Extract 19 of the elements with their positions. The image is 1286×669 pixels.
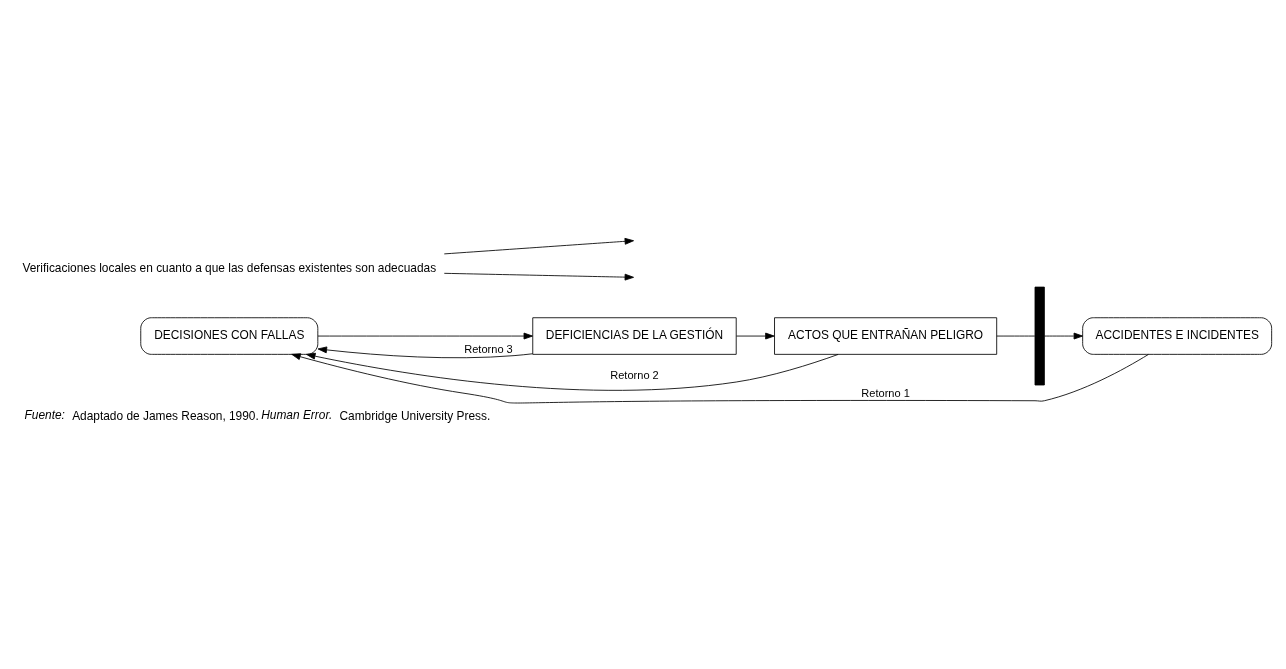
connector bbox=[996, 335, 1036, 336]
node-box: DEFICIENCIAS DE LA GESTIÓN bbox=[532, 316, 737, 355]
arrow bbox=[306, 352, 839, 391]
edge-label: Retorno 3 bbox=[464, 342, 513, 355]
edge-label: Retorno 1 bbox=[861, 386, 910, 399]
node-box: ACTOS QUE ENTRAÑAN PELIGRO bbox=[774, 316, 998, 355]
arrow bbox=[291, 352, 1149, 403]
arrow bbox=[1044, 332, 1083, 339]
arrow bbox=[317, 332, 533, 339]
arrow bbox=[443, 237, 634, 254]
arrow bbox=[443, 272, 634, 281]
node-box: ACCIDENTES E INCIDENTES bbox=[1082, 316, 1273, 355]
arrow bbox=[317, 346, 534, 358]
node-text: Verificaciones locales en cuanto a que las defensas existentes son adecuadas bbox=[22, 260, 437, 275]
edge-label: Retorno 2 bbox=[610, 368, 659, 381]
arrow bbox=[736, 332, 775, 339]
node-box: DECISIONES CON FALLAS bbox=[140, 316, 319, 355]
caption: Fuente: Adaptado de James Reason, 1990. Human Error. Cambridge University Press. bbox=[24, 407, 491, 423]
node-bar bbox=[1034, 286, 1045, 385]
